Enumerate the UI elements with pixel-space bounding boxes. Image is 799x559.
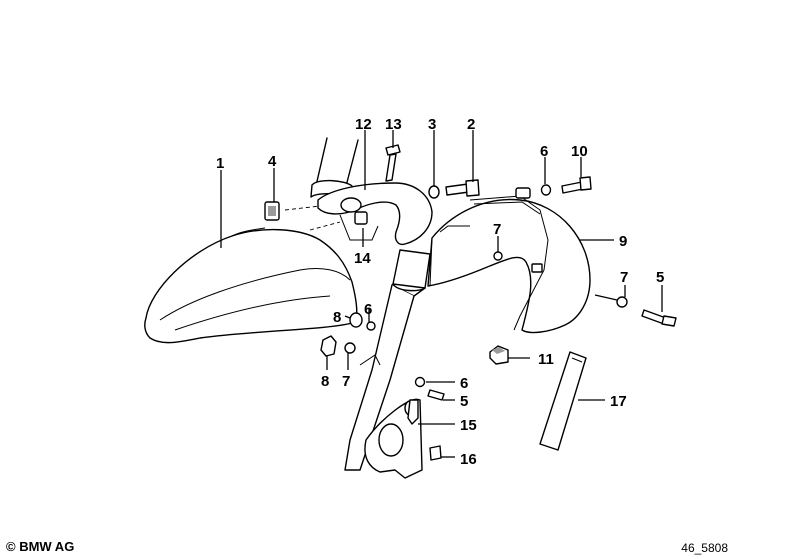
washer-7-upper	[493, 251, 503, 261]
callout-4: 4	[268, 153, 277, 170]
sleeve-8-lower	[320, 335, 337, 357]
callout-labels: 1 4 12 13 3 2 6 10 7 9 7 5 14 8 6 8 7 6 …	[216, 116, 664, 468]
callout-7-right: 7	[620, 269, 628, 286]
callout-6-left: 6	[364, 301, 372, 318]
bolt-5-right	[641, 309, 677, 327]
callout-8-upper: 8	[333, 309, 341, 326]
callout-12: 12	[355, 116, 372, 133]
callout-5-right: 5	[656, 269, 664, 286]
bracket	[284, 182, 433, 246]
callout-7-left: 7	[342, 373, 350, 390]
bolt-5-lower	[427, 389, 445, 401]
small-clip	[354, 211, 368, 225]
callout-1: 1	[216, 155, 224, 172]
leader-lines	[220, 130, 663, 458]
sleeve-8-upper	[349, 312, 363, 328]
callout-13: 13	[385, 116, 402, 133]
copyright-label: © BMW AG	[6, 539, 75, 554]
callout-9: 9	[619, 233, 627, 250]
washer-6-left	[366, 321, 376, 331]
callout-15: 15	[460, 417, 477, 434]
lower-fork-slider	[344, 249, 431, 479]
bracket-15	[407, 399, 419, 425]
front-mudguard	[144, 227, 358, 344]
callout-10: 10	[571, 143, 588, 160]
tag-16	[429, 445, 442, 461]
washer-3	[428, 185, 440, 199]
rubber-block	[489, 345, 509, 365]
screw-13	[385, 144, 401, 182]
callout-5-lower: 5	[460, 393, 468, 410]
callout-7-top: 7	[493, 221, 501, 238]
callout-8-lower: 8	[321, 373, 329, 390]
callout-2: 2	[467, 116, 475, 133]
washer-7-right	[616, 296, 628, 308]
mudguard-rear-part	[427, 187, 591, 334]
bolt-10	[561, 176, 592, 194]
callout-14: 14	[354, 250, 371, 267]
callout-6-top: 6	[540, 143, 548, 160]
clip-nut	[264, 201, 280, 221]
bolt-2	[445, 179, 480, 197]
callout-3: 3	[428, 116, 436, 133]
figure-id: 46_5808	[681, 541, 728, 555]
washer-7-left	[344, 342, 356, 354]
protective-strip	[539, 351, 587, 451]
washer-6-lower	[414, 376, 426, 388]
callout-17: 17	[610, 393, 627, 410]
callout-6-lower: 6	[460, 375, 468, 392]
washer-6-upper	[540, 184, 552, 196]
callout-16: 16	[460, 451, 477, 468]
callout-11: 11	[538, 351, 554, 368]
